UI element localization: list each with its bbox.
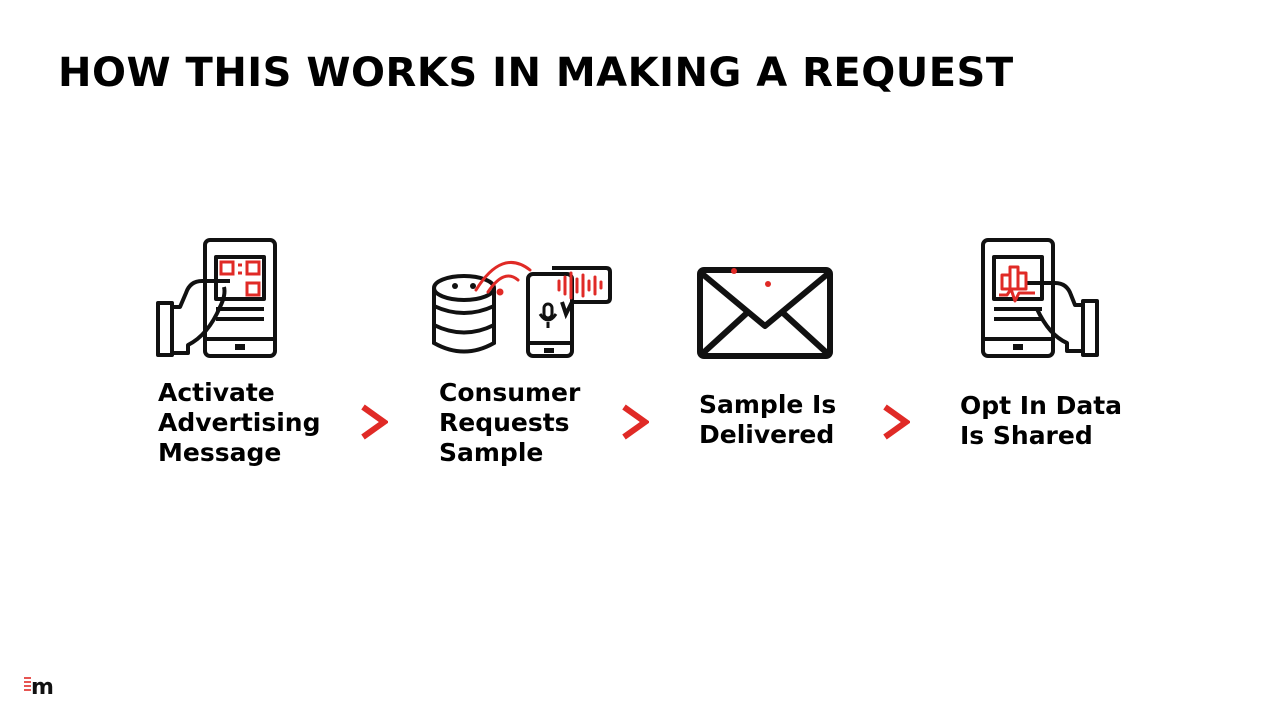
- step-label: Opt In Data Is Shared: [960, 391, 1123, 450]
- arrow-right-icon: [882, 400, 912, 452]
- hand-scanning-qr-code-phone-icon: [156, 238, 277, 358]
- step-label: Activate Advertising Message: [158, 378, 321, 467]
- envelope-icon: [697, 267, 833, 359]
- page-title: HOW THIS WORKS IN MAKING A REQUEST: [58, 50, 1014, 96]
- arrow-right-icon: [621, 400, 651, 452]
- brand-logo-text: m: [31, 675, 54, 698]
- arrow-right-icon: [360, 400, 390, 452]
- database-phone-voice-request-icon: [432, 260, 612, 358]
- step-label: Sample Is Delivered: [699, 390, 837, 449]
- step-label: Consumer Requests Sample: [439, 378, 581, 467]
- phone-analytics-icon: [981, 238, 1099, 358]
- brand-logo: m: [22, 672, 62, 703]
